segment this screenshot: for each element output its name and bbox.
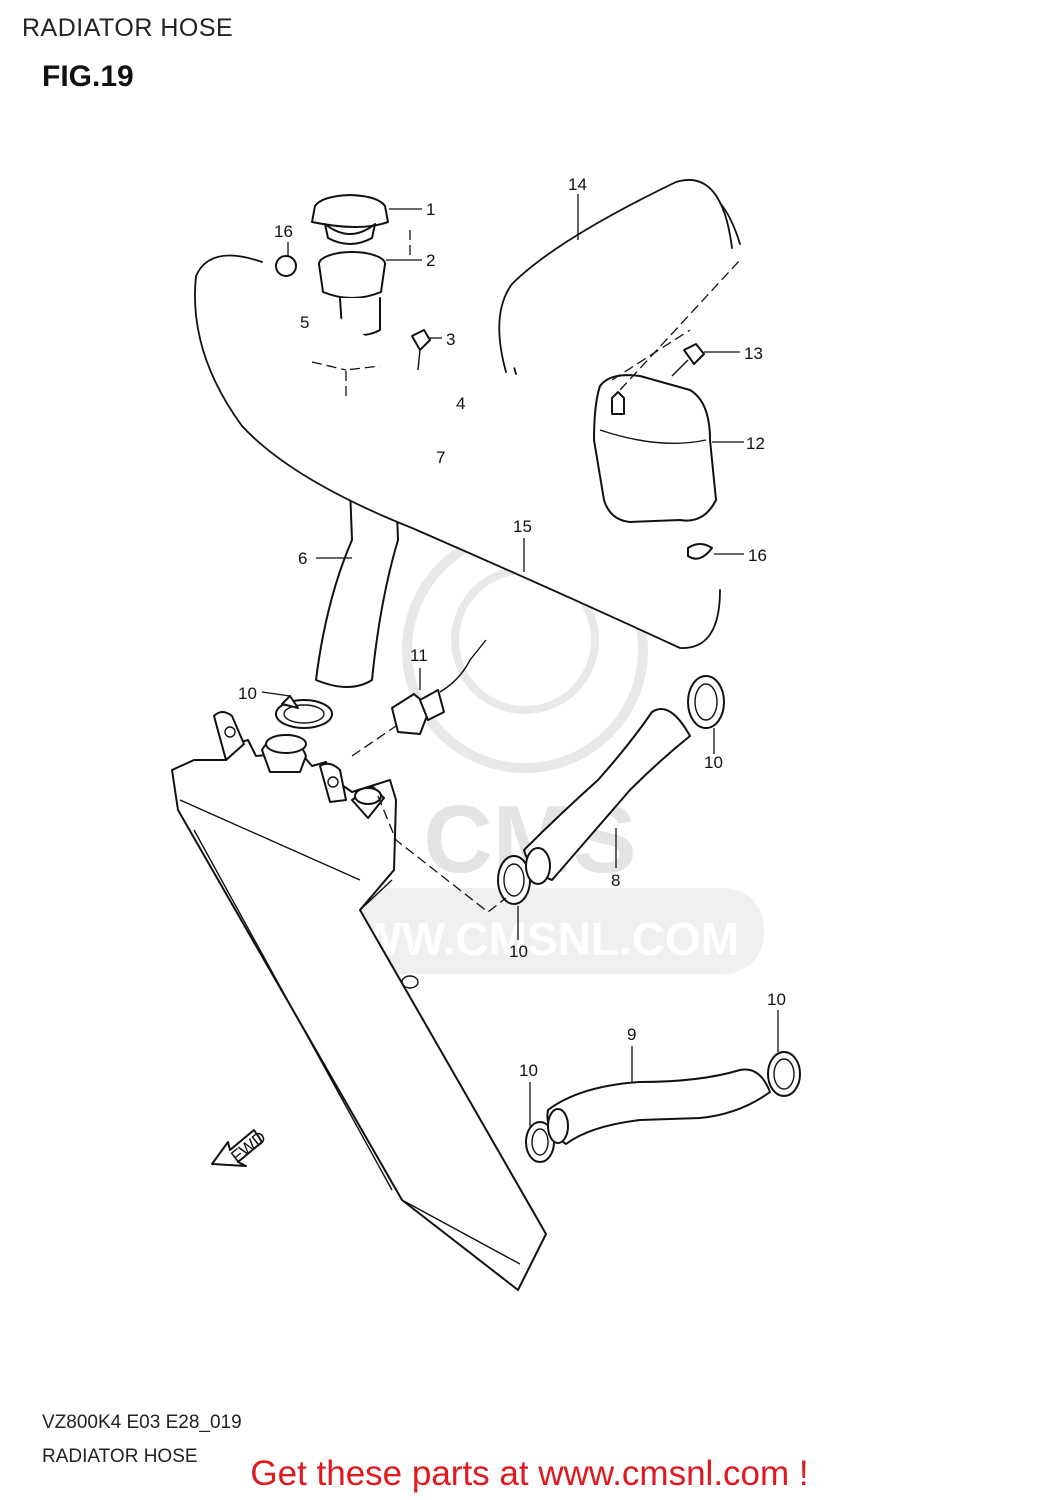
overflow-hose-15[interactable] — [194, 254, 721, 649]
callout-12: 12 — [746, 434, 765, 453]
lower-hose-8[interactable] — [523, 708, 691, 885]
clamp-10a[interactable] — [261, 691, 333, 729]
fwd-arrow-icon: FWD — [211, 1128, 270, 1167]
callout-5: 5 — [300, 313, 309, 332]
breather-hose-14[interactable] — [498, 179, 741, 375]
callout-15: 15 — [513, 517, 532, 536]
callout-8: 8 — [611, 871, 620, 890]
bolt-3[interactable] — [411, 329, 442, 371]
callout-14: 14 — [568, 175, 587, 194]
callout-4: 4 — [456, 394, 465, 413]
clip-16a[interactable] — [275, 242, 297, 277]
callout-9: 9 — [627, 1025, 636, 1044]
diagram-code: VZ800K4 E03 E28_019 — [42, 1412, 242, 1433]
callout-3: 3 — [446, 330, 455, 349]
callout-16a: 16 — [274, 222, 293, 241]
screw-13[interactable] — [671, 343, 740, 377]
callout-10c: 10 — [509, 942, 528, 961]
radiator-cap[interactable] — [311, 194, 422, 245]
reservoir-tank-12[interactable] — [593, 374, 744, 523]
callout-7: 7 — [436, 448, 445, 467]
callout-16b: 16 — [748, 546, 767, 565]
callout-10a: 10 — [238, 684, 257, 703]
callout-13: 13 — [744, 344, 763, 363]
callout-10b: 10 — [704, 753, 723, 772]
callout-11: 11 — [410, 646, 428, 665]
callout-10e: 10 — [519, 1061, 538, 1080]
callout-1: 1 — [426, 200, 435, 219]
cta-link[interactable]: Get these parts at www.cmsnl.com ! — [250, 1454, 809, 1493]
callout-10d: 10 — [767, 990, 786, 1009]
callout-6: 6 — [298, 549, 307, 568]
callouts: 1 2 3 4 5 6 7 8 9 10 10 10 10 10 11 12 1… — [238, 175, 786, 1080]
callout-2: 2 — [426, 251, 435, 270]
radiator[interactable] — [171, 711, 547, 1291]
clip-16b[interactable] — [687, 543, 744, 560]
figure-label: FIG.19 — [42, 60, 134, 93]
clamp-10d[interactable] — [767, 1010, 801, 1097]
page-title: RADIATOR HOSE — [22, 14, 234, 42]
clamp-10b[interactable] — [687, 675, 725, 754]
diagram-name: RADIATOR HOSE — [42, 1446, 198, 1467]
bottom-hose-9[interactable] — [546, 1046, 771, 1145]
assembly-lines — [311, 230, 741, 913]
thermo-switch-11[interactable] — [391, 639, 487, 735]
